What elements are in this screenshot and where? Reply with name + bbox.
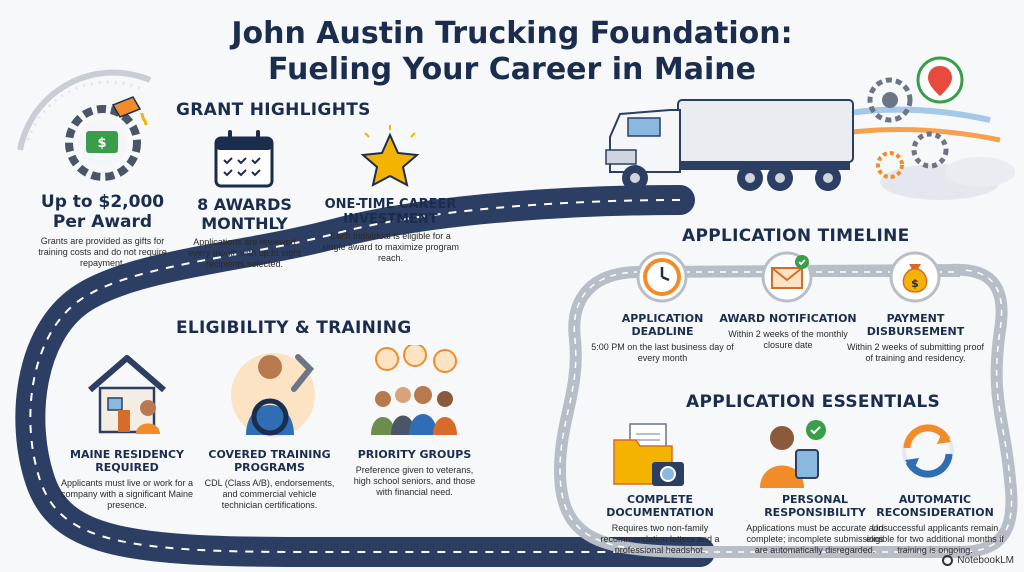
calendar-icon: [214, 130, 274, 188]
responsibility-title: PERSONAL RESPONSIBILITY: [764, 493, 866, 519]
brand-label: NotebookLM: [957, 555, 1014, 566]
documentation-title: COMPLETE DOCUMENTATION: [606, 493, 714, 519]
truck-illustration: [605, 99, 854, 191]
priority-desc: Preference given to veterans, high schoo…: [353, 465, 476, 497]
grant-amount-desc: Grants are provided as gifts for trainin…: [38, 236, 167, 268]
training-title: COVERED TRAINING PROGRAMS: [208, 448, 331, 474]
essentials-card-reconsideration: AUTOMATIC RECONSIDERATION Unsuccessful a…: [860, 493, 1010, 556]
documentation-desc: Requires two non-family recommendation l…: [600, 523, 720, 555]
refresh-arrows-icon: [902, 424, 954, 478]
essentials-card-documentation: COMPLETE DOCUMENTATION Requires two non-…: [590, 493, 730, 556]
gauge-arc: [17, 69, 152, 151]
grant-card-investment: ONE-TIME CAREER INVESTMENT Each individu…: [318, 197, 463, 264]
notification-desc: Within 2 weeks of the monthly closure da…: [728, 329, 848, 350]
essentials-card-responsibility: PERSONAL RESPONSIBILITY Applications mus…: [740, 493, 890, 556]
essentials-heading: APPLICATION ESSENTIALS: [686, 392, 940, 412]
grant-investment-desc: Each individual is eligible for a single…: [321, 231, 460, 263]
eligibility-card-priority: PRIORITY GROUPS Preference given to vete…: [352, 448, 477, 498]
training-desc: CDL (Class A/B), endorsements, and comme…: [204, 478, 335, 510]
reconsideration-title: AUTOMATIC RECONSIDERATION: [876, 493, 994, 519]
responsibility-desc: Applications must be accurate and comple…: [746, 523, 884, 555]
clock-icon: [636, 251, 688, 303]
timeline-card-notification: AWARD NOTIFICATION Within 2 weeks of the…: [718, 312, 858, 351]
star-icon: [360, 125, 420, 187]
grant-card-amount: Up to $2,000 Per Award Grants are provid…: [35, 192, 170, 269]
person-tablet-icon: [760, 420, 826, 488]
eligibility-heading: ELIGIBILITY & TRAINING: [176, 318, 412, 338]
svg-text:$: $: [911, 277, 919, 290]
house-icon: [88, 355, 166, 434]
notebooklm-brand: NotebookLM: [942, 555, 1014, 566]
folder-camera-icon: [613, 423, 684, 486]
eligibility-card-training: COVERED TRAINING PROGRAMS CDL (Class A/B…: [202, 448, 337, 511]
timeline-heading: APPLICATION TIMELINE: [682, 226, 910, 246]
residency-title: MAINE RESIDENCY REQUIRED: [70, 448, 184, 474]
group-icon: [371, 345, 457, 435]
notification-title: AWARD NOTIFICATION: [719, 312, 857, 325]
residency-desc: Applicants must live or work for a compa…: [60, 478, 194, 510]
timeline-card-deadline: APPLICATION DEADLINE 5:00 PM on the last…: [590, 312, 735, 364]
timeline-card-payment: PAYMENT DISBURSEMENT Within 2 weeks of s…: [843, 312, 988, 364]
notebooklm-logo-icon: [942, 555, 954, 566]
grant-awards-title: 8 AWARDS MONTHLY: [197, 195, 292, 233]
driver-wrench-icon: [231, 353, 315, 437]
grant-highlights-heading: GRANT HIGHLIGHTS: [176, 100, 371, 120]
gears-icon: [867, 56, 964, 179]
reconsideration-desc: Unsuccessful applicants remain eligible …: [866, 523, 1004, 555]
deadline-desc: 5:00 PM on the last business day of ever…: [591, 342, 734, 363]
grant-card-awards: 8 AWARDS MONTHLY Applications are review…: [182, 195, 307, 270]
fuel-pump-money-icon: $: [65, 96, 148, 181]
deadline-title: APPLICATION DEADLINE: [621, 312, 704, 338]
money-bag-icon: $: [889, 251, 941, 303]
envelope-check-icon: [761, 251, 813, 303]
eligibility-card-residency: MAINE RESIDENCY REQUIRED Applicants must…: [52, 448, 202, 511]
grant-investment-title: ONE-TIME CAREER INVESTMENT: [324, 197, 457, 227]
grant-awards-desc: Applications are reviewed every month wi…: [188, 237, 301, 269]
payment-desc: Within 2 weeks of submitting proof of tr…: [846, 342, 985, 363]
payment-title: PAYMENT DISBURSEMENT: [866, 312, 965, 338]
svg-text:$: $: [97, 136, 106, 151]
grant-amount-title: Up to $2,000 Per Award: [40, 192, 165, 232]
page-title: John Austin Trucking Foundation: Fueling…: [231, 16, 793, 87]
priority-title: PRIORITY GROUPS: [357, 448, 472, 461]
